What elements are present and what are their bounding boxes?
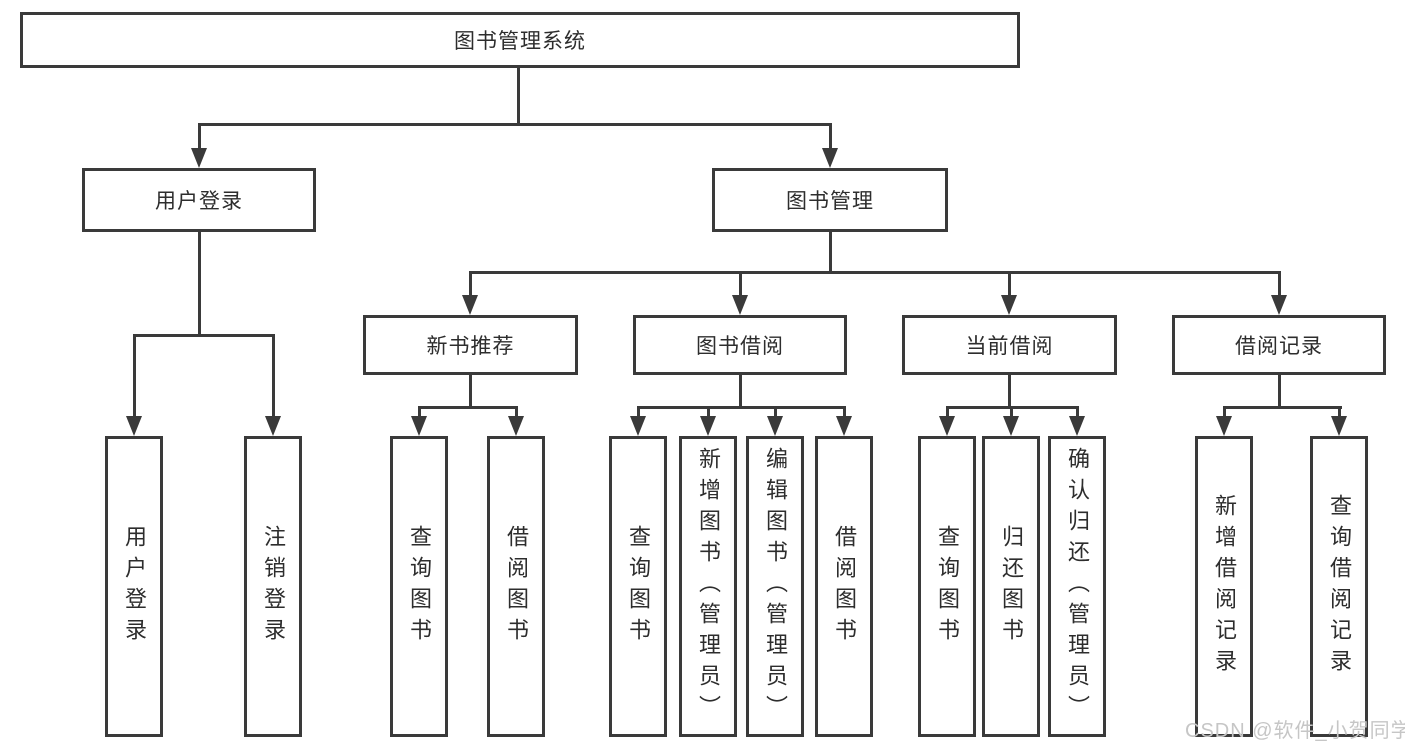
leaf-label: 查询借阅记录 xyxy=(1327,493,1352,680)
arrowhead xyxy=(508,416,524,436)
connector-user-login-stub xyxy=(198,232,201,337)
leaf-borrowing-add-admin: 新增图书（管理员） xyxy=(679,436,737,737)
leaf-newbooks-query: 查询图书 xyxy=(390,436,448,737)
arrowhead xyxy=(1331,416,1347,436)
leaf-borrowing-edit-admin: 编辑图书（管理员） xyxy=(746,436,804,737)
leaf-records-add: 新增借阅记录 xyxy=(1195,436,1253,737)
connector-records-bus xyxy=(1223,406,1342,409)
connector-drop-current xyxy=(1008,271,1011,295)
connector-drop xyxy=(1338,406,1341,416)
arrowhead xyxy=(630,416,646,436)
connector-root-bus xyxy=(198,123,832,126)
arrowhead-book-management xyxy=(822,148,838,168)
connector-drop-leaf-logout xyxy=(272,334,275,416)
arrowhead xyxy=(767,416,783,436)
connector-drop-borrowing xyxy=(739,271,742,295)
connector-drop xyxy=(418,406,421,416)
leaf-label: 编辑图书（管理员） xyxy=(763,447,788,726)
leaf-label: 用户登录 xyxy=(122,524,147,649)
connector-drop xyxy=(707,406,710,416)
node-borrowing-label: 图书借阅 xyxy=(696,335,784,358)
arrowhead-records xyxy=(1271,295,1287,315)
arrowhead-new-books xyxy=(462,295,478,315)
leaf-user-login: 用户登录 xyxy=(105,436,163,737)
leaf-borrowing-query: 查询图书 xyxy=(609,436,667,737)
connector-drop xyxy=(515,406,518,416)
node-root-label: 图书管理系统 xyxy=(454,30,586,53)
arrowhead xyxy=(1003,416,1019,436)
node-records: 借阅记录 xyxy=(1172,315,1386,375)
leaf-label: 查询图书 xyxy=(626,524,651,649)
leaf-label: 新增图书（管理员） xyxy=(696,447,721,726)
leaf-label: 归还图书 xyxy=(999,524,1024,649)
connector-drop-user-login xyxy=(198,123,201,150)
connector-new-books-bus xyxy=(418,406,518,409)
node-book-management-label: 图书管理 xyxy=(786,190,874,213)
watermark: CSDN @软件_小贺同学 xyxy=(1185,720,1405,742)
connector-drop-leaf-login xyxy=(133,334,136,416)
leaf-newbooks-borrow: 借阅图书 xyxy=(487,436,545,737)
node-current-label: 当前借阅 xyxy=(965,335,1054,358)
node-book-management: 图书管理 xyxy=(712,168,948,232)
arrowhead-borrowing xyxy=(732,295,748,315)
leaf-current-query: 查询图书 xyxy=(918,436,976,737)
node-current: 当前借阅 xyxy=(902,315,1117,375)
leaf-records-query: 查询借阅记录 xyxy=(1310,436,1368,737)
arrowhead xyxy=(1216,416,1232,436)
arrowhead xyxy=(700,416,716,436)
leaf-label: 新增借阅记录 xyxy=(1212,493,1237,680)
connector-new-books-stub xyxy=(469,375,472,409)
connector-current-stub xyxy=(1008,375,1011,409)
connector-drop xyxy=(774,406,777,416)
leaf-logout: 注销登录 xyxy=(244,436,302,737)
arrowhead-leaf-login xyxy=(126,416,142,436)
arrowhead xyxy=(836,416,852,436)
leaf-label: 借阅图书 xyxy=(832,524,857,649)
leaf-label: 注销登录 xyxy=(261,524,286,649)
connector-drop-new-books xyxy=(469,271,472,295)
connector-book-management-stub xyxy=(829,232,832,274)
leaf-label: 查询图书 xyxy=(407,524,432,649)
connector-drop xyxy=(1076,406,1079,416)
connector-drop xyxy=(843,406,846,416)
connector-drop-records xyxy=(1278,271,1281,295)
leaf-current-return: 归还图书 xyxy=(982,436,1040,737)
connector-book-management-bus xyxy=(469,271,1281,274)
leaf-label: 确认归还（管理员） xyxy=(1065,447,1090,726)
connector-drop xyxy=(1010,406,1013,416)
connector-drop-book-management xyxy=(829,123,832,150)
node-records-label: 借阅记录 xyxy=(1235,335,1323,358)
arrowhead-current xyxy=(1001,295,1017,315)
arrowhead xyxy=(411,416,427,436)
node-borrowing: 图书借阅 xyxy=(633,315,847,375)
node-new-books-label: 新书推荐 xyxy=(426,335,515,358)
connector-user-login-bus xyxy=(133,334,275,337)
connector-drop xyxy=(1223,406,1226,416)
leaf-label: 借阅图书 xyxy=(504,524,529,649)
connector-borrowing-bus xyxy=(637,406,846,409)
arrowhead-leaf-logout xyxy=(265,416,281,436)
leaf-borrowing-borrow: 借阅图书 xyxy=(815,436,873,737)
node-user-login-label: 用户登录 xyxy=(155,190,243,213)
connector-drop xyxy=(946,406,949,416)
arrowhead xyxy=(939,416,955,436)
connector-borrowing-stub xyxy=(739,375,742,409)
node-root: 图书管理系统 xyxy=(20,12,1020,68)
node-new-books: 新书推荐 xyxy=(363,315,578,375)
arrowhead-user-login xyxy=(191,148,207,168)
connector-root-stub xyxy=(517,68,520,123)
arrowhead xyxy=(1069,416,1085,436)
node-user-login: 用户登录 xyxy=(82,168,316,232)
leaf-label: 查询图书 xyxy=(935,524,960,649)
connector-records-stub xyxy=(1278,375,1281,409)
leaf-current-confirm-return-admin: 确认归还（管理员） xyxy=(1048,436,1106,737)
connector-drop xyxy=(637,406,640,416)
